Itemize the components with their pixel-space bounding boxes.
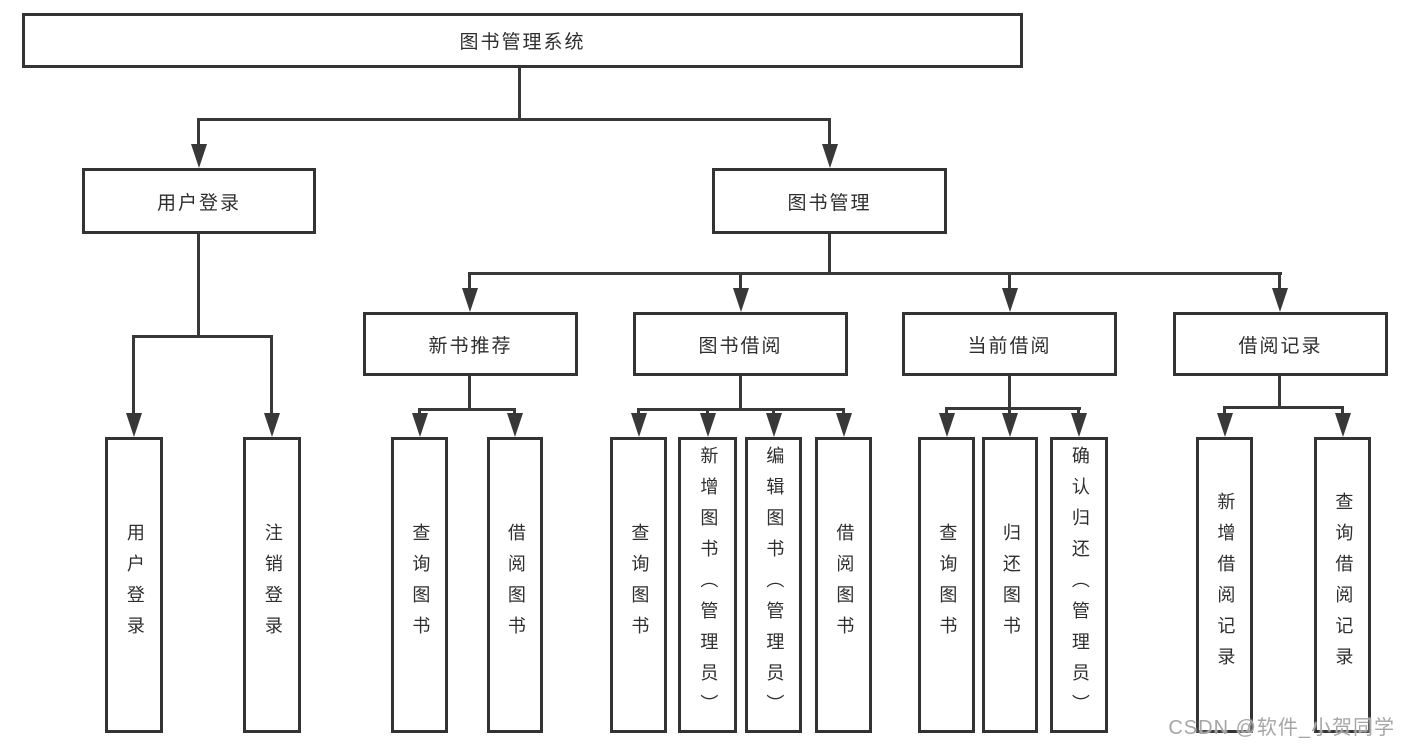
arrow-down-icon bbox=[1002, 413, 1018, 437]
leaf-query-book-borrow: 查询图书 bbox=[610, 437, 667, 733]
leaf-query-book-current-label: 查询图书 bbox=[937, 523, 958, 647]
node-current-borrow: 当前借阅 bbox=[902, 312, 1117, 376]
node-new-book-recommend: 新书推荐 bbox=[363, 312, 578, 376]
leaf-edit-book-admin: 编辑图书（管理员） bbox=[745, 437, 802, 733]
connector-drop-leaf bbox=[945, 407, 948, 416]
arrow-down-icon bbox=[700, 413, 716, 437]
csdn-watermark: CSDN @软件_小贺同学 bbox=[1168, 717, 1395, 739]
leaf-borrow-book-recommend: 借阅图书 bbox=[487, 437, 543, 733]
connector-drop-leaf bbox=[1077, 407, 1080, 416]
node-book-management: 图书管理 bbox=[712, 168, 947, 234]
leaf-borrow-book-label: 借阅图书 bbox=[834, 523, 855, 647]
node-root-system: 图书管理系统 bbox=[22, 13, 1023, 68]
connector-drop-book-borrow bbox=[739, 272, 742, 290]
leaf-query-book-recommend: 查询图书 bbox=[391, 437, 448, 733]
leaf-query-book-current: 查询图书 bbox=[918, 437, 975, 733]
leaf-query-book-borrow-label: 查询图书 bbox=[629, 523, 650, 647]
connector-drop-borrow-record bbox=[1278, 272, 1281, 290]
arrow-down-icon bbox=[1071, 413, 1087, 437]
connector-drop-leaf bbox=[842, 408, 845, 416]
leaf-logout-label: 注销登录 bbox=[262, 523, 283, 647]
arrow-down-icon bbox=[766, 413, 782, 437]
leaf-add-book-admin-label: 新增图书（管理员） bbox=[698, 445, 719, 725]
connector-drop-leaf bbox=[1341, 406, 1344, 416]
arrow-down-icon bbox=[462, 288, 478, 312]
leaf-query-book-recommend-label: 查询图书 bbox=[410, 523, 431, 647]
connector-borrow-record-trunk bbox=[1278, 376, 1281, 406]
connector-drop-new-book-recommend bbox=[468, 272, 471, 290]
connector-drop-book-management bbox=[828, 118, 831, 146]
arrow-down-icon bbox=[1002, 288, 1018, 312]
leaf-return-book: 归还图书 bbox=[982, 437, 1038, 733]
connector-drop-leaf-logout bbox=[270, 335, 273, 415]
leaf-edit-book-admin-label: 编辑图书（管理员） bbox=[764, 445, 785, 725]
arrow-down-icon bbox=[1217, 413, 1233, 437]
connector-book-management-trunk bbox=[828, 233, 831, 272]
arrow-down-icon bbox=[507, 413, 523, 437]
connector-drop-leaf bbox=[706, 408, 709, 416]
leaf-logout: 注销登录 bbox=[243, 437, 301, 733]
leaf-query-borrow-record-label: 查询借阅记录 bbox=[1333, 492, 1354, 678]
connector-level3-bus bbox=[468, 272, 1282, 275]
arrow-down-icon bbox=[822, 144, 838, 168]
leaf-borrow-book-recommend-label: 借阅图书 bbox=[505, 523, 526, 647]
connector-drop-leaf bbox=[772, 408, 775, 416]
connector-book-borrow-trunk bbox=[739, 376, 742, 408]
leaf-add-book-admin: 新增图书（管理员） bbox=[678, 437, 737, 733]
connector-root-trunk bbox=[518, 68, 521, 118]
connector-current-borrow-bus bbox=[945, 407, 1081, 410]
arrow-down-icon bbox=[1272, 288, 1288, 312]
arrow-down-icon bbox=[412, 413, 428, 437]
connector-user-login-trunk bbox=[197, 234, 200, 335]
leaf-add-borrow-record-label: 新增借阅记录 bbox=[1215, 492, 1236, 678]
node-borrow-record: 借阅记录 bbox=[1173, 312, 1388, 376]
connector-drop-leaf bbox=[637, 408, 640, 416]
leaf-confirm-return-admin-label: 确认归还（管理员） bbox=[1069, 445, 1090, 725]
connector-book-borrow-bus bbox=[637, 408, 845, 411]
connector-drop-leaf bbox=[1008, 407, 1011, 416]
arrow-down-icon bbox=[126, 413, 142, 437]
connector-current-borrow-trunk bbox=[1008, 376, 1011, 407]
connector-new-book-recommend-bus bbox=[418, 408, 516, 411]
leaf-add-borrow-record: 新增借阅记录 bbox=[1196, 437, 1253, 733]
node-book-borrow: 图书借阅 bbox=[633, 312, 848, 376]
arrow-down-icon bbox=[191, 144, 207, 168]
node-user-login: 用户登录 bbox=[82, 168, 316, 234]
arrow-down-icon bbox=[939, 413, 955, 437]
arrow-down-icon bbox=[1335, 413, 1351, 437]
connector-new-book-recommend-trunk bbox=[468, 376, 471, 408]
arrow-down-icon bbox=[631, 413, 647, 437]
connector-drop-leaf bbox=[418, 408, 421, 416]
arrow-down-icon bbox=[836, 413, 852, 437]
connector-user-login-bus bbox=[132, 335, 273, 338]
leaf-return-book-label: 归还图书 bbox=[1000, 523, 1021, 647]
leaf-user-login: 用户登录 bbox=[105, 437, 163, 733]
connector-drop-leaf-user-login bbox=[132, 335, 135, 415]
leaf-query-borrow-record: 查询借阅记录 bbox=[1314, 437, 1371, 733]
connector-borrow-record-bus bbox=[1223, 406, 1344, 409]
connector-level2-bus bbox=[198, 118, 831, 121]
arrow-down-icon bbox=[264, 413, 280, 437]
leaf-borrow-book: 借阅图书 bbox=[815, 437, 872, 733]
arrow-down-icon bbox=[733, 288, 749, 312]
connector-drop-leaf bbox=[513, 408, 516, 416]
connector-drop-leaf bbox=[1223, 406, 1226, 416]
leaf-user-login-label: 用户登录 bbox=[124, 523, 145, 647]
connector-drop-user-login bbox=[197, 118, 200, 146]
leaf-confirm-return-admin: 确认归还（管理员） bbox=[1050, 437, 1108, 733]
connector-drop-current-borrow bbox=[1008, 272, 1011, 290]
